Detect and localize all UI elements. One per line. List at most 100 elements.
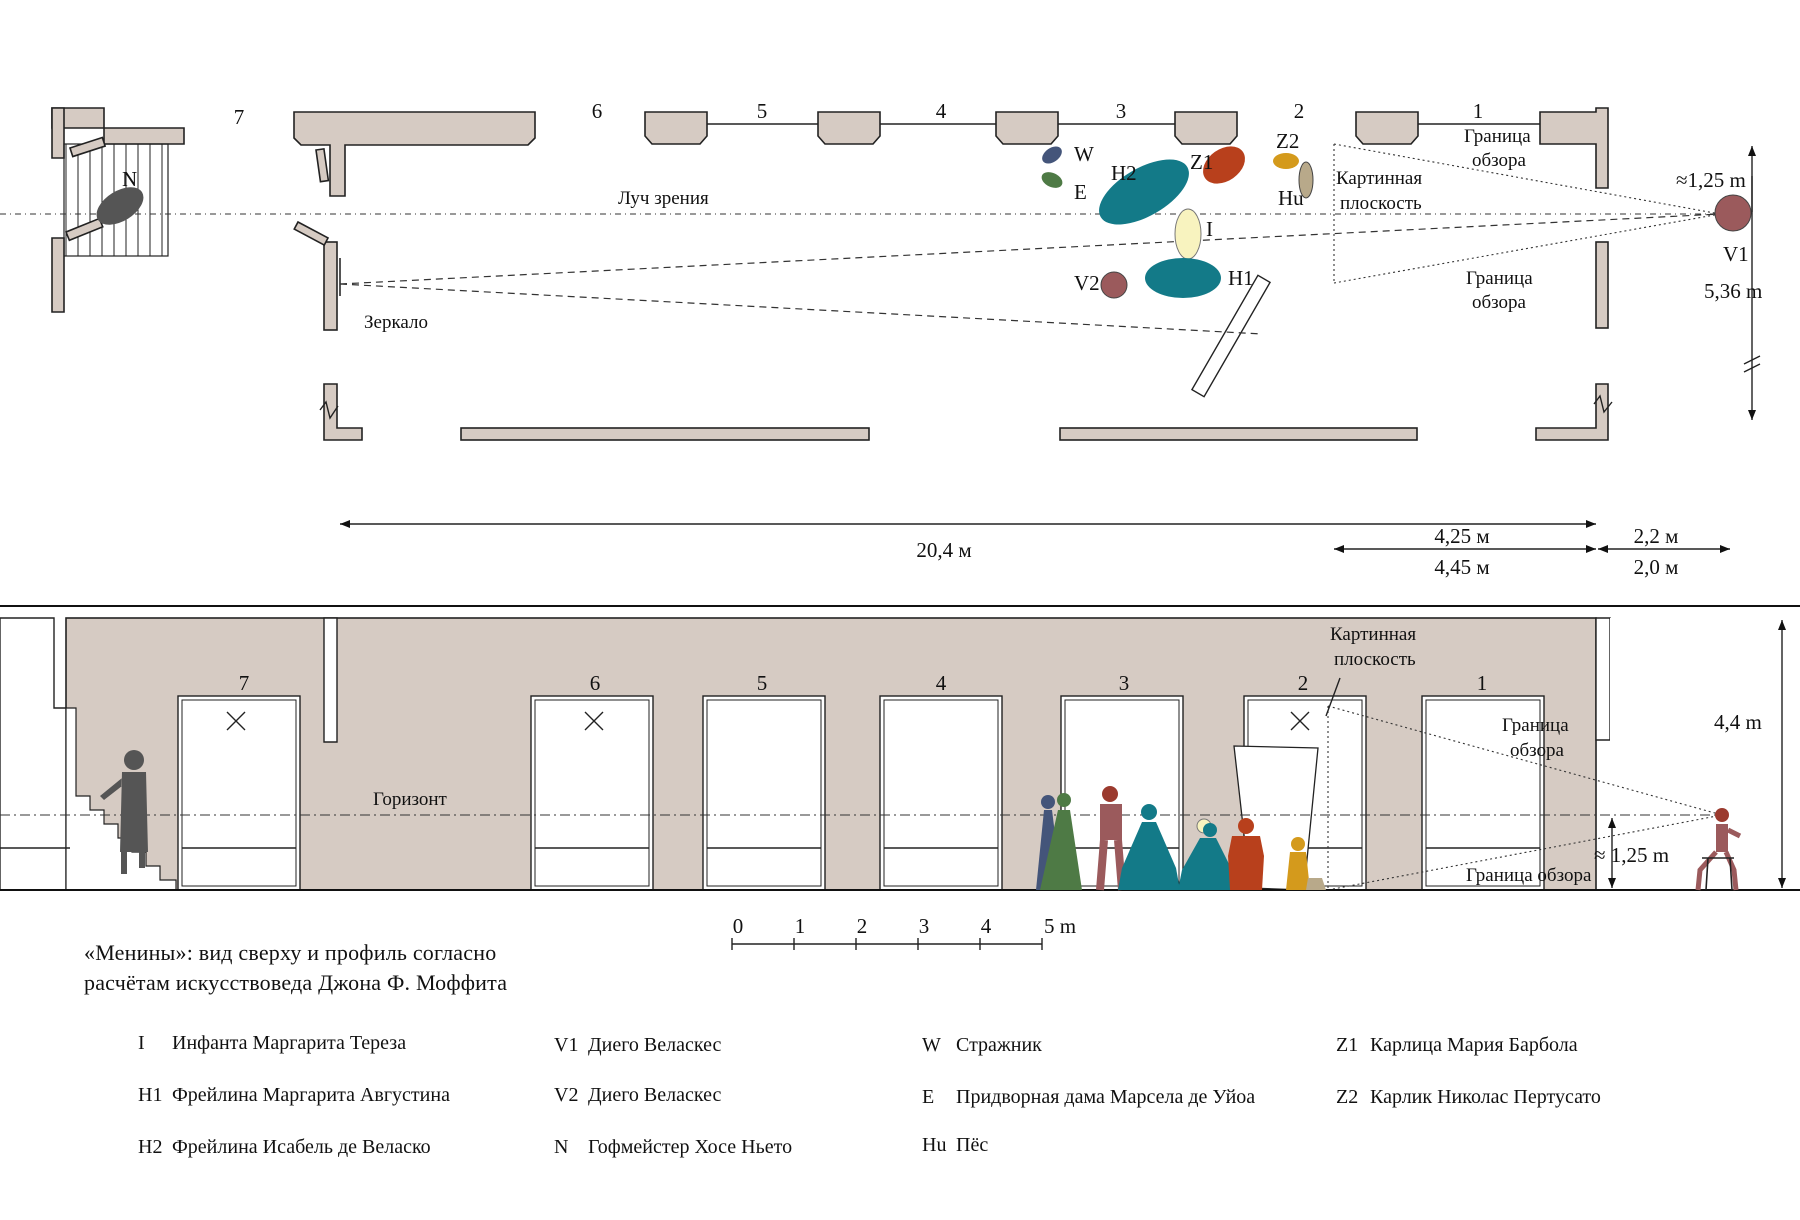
profile-figure-V1-stool	[1702, 857, 1734, 891]
profile-picture-plane-pointer	[1325, 677, 1341, 717]
profile-pier	[323, 617, 338, 743]
profile-window-5-inner	[706, 699, 822, 887]
dim-d1-label: 4,25 м	[1434, 524, 1489, 548]
profile-figure-V1-head	[1715, 808, 1729, 822]
figure-V1	[1714, 194, 1752, 232]
profile-label-view-border-top-2: обзора	[1510, 740, 1565, 761]
figure-Hu	[1298, 161, 1314, 199]
profile-figure-V2-body	[1100, 804, 1122, 840]
label-N: N	[122, 167, 137, 191]
legend-name: Пёс	[956, 1134, 989, 1156]
legend-item-I: I Инфанта Маргарита Тереза	[138, 1032, 406, 1055]
plan-label-view-border-top-1: Граница	[1464, 126, 1531, 147]
plan-depth-break-2	[1743, 363, 1761, 373]
plan-wall-bottom-1	[460, 427, 870, 441]
legend-code: V2	[554, 1084, 579, 1106]
dim-d4-label: 2,0 м	[1634, 555, 1679, 579]
profile-window-1	[1421, 695, 1545, 891]
profile-window-number-3: 3	[1119, 671, 1130, 695]
figure-E	[1041, 172, 1063, 188]
profile-figure-H1-head	[1203, 823, 1217, 837]
plan-label-eye-height: ≈1,25 m	[1676, 168, 1746, 192]
plan-label-view-border-bottom-1: Граница	[1466, 268, 1533, 289]
plan-window-number-7: 7	[234, 105, 245, 129]
legend-code: H1	[138, 1084, 163, 1106]
profile-figure-H1-body	[1178, 838, 1234, 890]
profile-window-number-5: 5	[757, 671, 768, 695]
plan-wall-mirror	[323, 241, 338, 331]
plan-pier-2	[817, 111, 881, 145]
profile-figure-W-head	[1041, 795, 1055, 809]
profile-view: 7 6 5 4 3 2 1	[0, 605, 1800, 891]
scale-label-4: 4	[981, 914, 992, 938]
legend-name: Придворная дама Марсела де Уйоа	[956, 1086, 1256, 1108]
profile-window-5	[702, 695, 826, 891]
plan-view: N W E H2 Z1 Z2 Hu I H1 V2 V1 7 6 5 4 3 2…	[0, 99, 1762, 579]
profile-figure-Z1-head	[1238, 818, 1254, 834]
plan-mirror-ray-2	[339, 283, 1263, 335]
figure-H1	[1145, 258, 1221, 298]
legend-name: Карлица Мария Барбола	[1370, 1034, 1578, 1056]
profile-window-number-6: 6	[590, 671, 601, 695]
plan-label-depth: 5,36 m	[1704, 279, 1762, 303]
plan-door-leaf-2	[293, 220, 330, 247]
figure-Z2	[1273, 153, 1299, 169]
plan-window-number-1: 1	[1473, 99, 1484, 123]
profile-figure-H2-head	[1141, 804, 1157, 820]
scale-label-5: 5 m	[1044, 914, 1076, 938]
profile-figure-Z1-body	[1228, 836, 1264, 890]
plan-break-left	[319, 400, 339, 420]
plan-window-number-6: 6	[592, 99, 603, 123]
plan-wall-right-bottom	[1535, 383, 1609, 441]
plan-depth-break-1	[1743, 355, 1761, 365]
legend-name: Инфанта Маргарита Тереза	[172, 1032, 407, 1054]
plan-pier-4	[1174, 111, 1238, 145]
legend-code: V1	[554, 1034, 579, 1056]
profile-figure-Hu	[1306, 878, 1326, 890]
plan-label-sight-ray: Луч зрения	[618, 188, 709, 209]
plan-mirror-ray-1	[339, 213, 1721, 285]
legend-code: W	[922, 1034, 941, 1056]
profile-label-picture-plane-1: Картинная	[1330, 624, 1416, 645]
scale-bar: 0 1 2 3 4 5 m	[731, 914, 1076, 950]
profile-window-2-cross	[1290, 711, 1310, 731]
plan-view-border-top	[1333, 143, 1721, 215]
plan-wall-right-top	[1539, 107, 1609, 189]
plan-pier-1	[644, 111, 708, 145]
profile-label-height: 4,4 m	[1714, 710, 1762, 734]
plan-pier-3	[995, 111, 1059, 145]
legend-code: Z2	[1336, 1086, 1359, 1108]
legend-item-H1: H1 Фрейлина Маргарита Августина	[138, 1084, 450, 1107]
legend-code: Z1	[1336, 1034, 1359, 1056]
plan-window-number-5: 5	[757, 99, 768, 123]
dim-d3-label: 2,2 м	[1634, 524, 1679, 548]
legend-name: Фрейлина Маргарита Августина	[172, 1084, 450, 1106]
plan-window-number-3: 3	[1116, 99, 1127, 123]
plan-label-picture-plane-2: плоскость	[1340, 193, 1422, 214]
legend-name: Гофмейстер Хосе Ньето	[588, 1136, 793, 1158]
profile-label-view-border-top-1: Граница	[1502, 715, 1569, 736]
plan-pier-5	[1355, 111, 1419, 145]
legend-code: I	[138, 1032, 145, 1054]
figure-N	[96, 187, 144, 225]
profile-view-border-bottom	[1327, 814, 1723, 891]
profile-label-eye-height: ≈ 1,25 m	[1594, 843, 1669, 867]
profile-right-open	[1610, 618, 1800, 890]
plan-label-mirror: Зеркало	[364, 312, 428, 333]
legend-name: Стражник	[956, 1034, 1042, 1056]
legend-code: H2	[138, 1136, 163, 1158]
legend-code: Hu	[922, 1134, 947, 1156]
plan-stair-block	[51, 107, 185, 313]
profile-figures	[100, 750, 1742, 891]
caption: «Менины»: вид сверху и профиль согласно …	[84, 938, 507, 998]
figure-H2	[1099, 159, 1189, 225]
label-Hu: Hu	[1278, 186, 1304, 210]
figure-I	[1174, 208, 1202, 260]
legend-name: Карлик Николас Пертусато	[1370, 1086, 1601, 1108]
figure-Z1	[1203, 146, 1245, 184]
plan-window-number-4: 4	[936, 99, 947, 123]
plan-label-view-border-top-2: обзора	[1472, 150, 1527, 171]
profile-window-6-inner	[534, 699, 650, 887]
